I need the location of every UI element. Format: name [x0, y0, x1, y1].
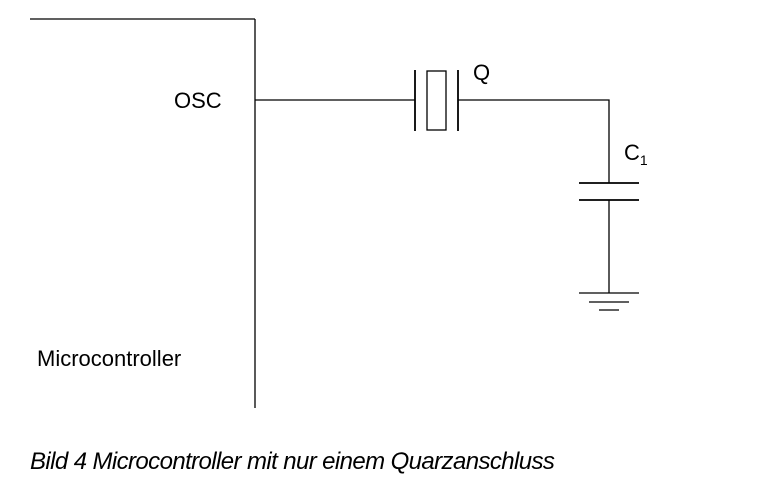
crystal-label: Q [473, 60, 490, 85]
capacitor-label-subscript: 1 [640, 152, 648, 168]
crystal-q-symbol [414, 70, 459, 131]
microcontroller-label: Microcontroller [37, 346, 181, 371]
osc-label: OSC [174, 88, 222, 113]
ground-icon [579, 292, 639, 311]
capacitor-label: C1 [624, 140, 648, 168]
capacitor-label-main: C [624, 140, 640, 165]
microcontroller-block [30, 18, 256, 408]
figure-caption: Bild 4 Microcontroller mit nur einem Qua… [30, 448, 555, 475]
capacitor-c1-symbol [579, 182, 639, 201]
crystal-to-capacitor-wire [458, 99, 610, 183]
crystal-body [426, 70, 447, 131]
